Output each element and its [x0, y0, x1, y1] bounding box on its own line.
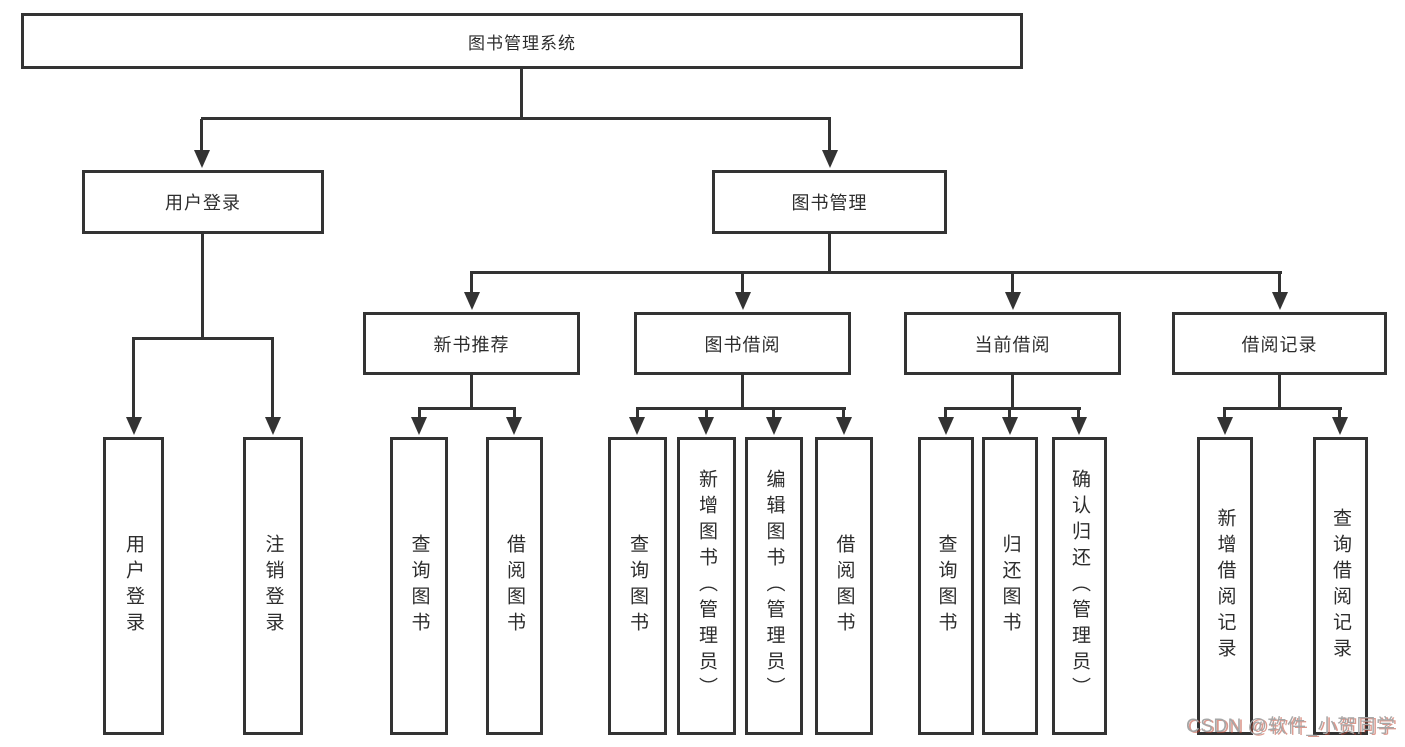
connector-line [513, 409, 516, 418]
leaf-cb-return-books: 归还图书 [982, 437, 1038, 735]
node-user-login-label: 用户登录 [165, 193, 241, 213]
connector-arrow [1005, 292, 1021, 310]
leaf-br-add-record-label: 新增借阅记录 [1214, 508, 1236, 664]
connector-line [944, 407, 1081, 410]
connector-line [1011, 273, 1014, 293]
connector-line [520, 69, 523, 119]
leaf-cb-confirm-return-admin-label: 确认归还（管理员） [1069, 469, 1090, 703]
connector-line [418, 407, 516, 410]
leaf-bb-query-books-label: 查询图书 [627, 534, 648, 638]
node-book-management: 图书管理 [712, 170, 947, 234]
connector-line [636, 407, 846, 410]
connector-arrow [766, 417, 782, 435]
node-borrow-records: 借阅记录 [1172, 312, 1387, 375]
connector-line [470, 271, 1282, 274]
connector-arrow [1217, 417, 1233, 435]
connector-line [1011, 375, 1014, 408]
leaf-br-query-record: 查询借阅记录 [1313, 437, 1368, 735]
connector-line [1077, 409, 1080, 418]
connector-arrow [411, 417, 427, 435]
connector-line [470, 375, 473, 408]
leaf-cb-query-books: 查询图书 [918, 437, 974, 735]
leaf-cb-query-books-label: 查询图书 [935, 534, 957, 638]
connector-line [741, 273, 744, 293]
leaf-nb-borrow-books-label: 借阅图书 [504, 534, 525, 638]
connector-line [1223, 409, 1226, 418]
leaf-bb-query-books: 查询图书 [608, 437, 667, 735]
csdn-watermark: CSDN @软件_小贺同学 [1186, 716, 1396, 737]
leaf-bb-edit-books-admin: 编辑图书（管理员） [745, 437, 803, 735]
leaf-logout-label: 注销登录 [262, 534, 284, 638]
node-new-book-recommend-label: 新书推荐 [433, 334, 510, 355]
connector-line [705, 409, 708, 418]
node-current-borrow-label: 当前借阅 [974, 334, 1051, 355]
leaf-nb-query-books: 查询图书 [390, 437, 448, 735]
leaf-user-login-label: 用户登录 [123, 534, 144, 638]
node-user-login: 用户登录 [82, 170, 324, 234]
node-new-book-recommend: 新书推荐 [363, 312, 580, 375]
connector-line [1278, 273, 1281, 293]
connector-line [772, 409, 775, 418]
connector-line [132, 339, 135, 417]
node-book-borrow: 图书借阅 [634, 312, 851, 375]
connector-line [1338, 409, 1341, 418]
node-root-label: 图书管理系统 [468, 33, 576, 53]
connector-arrow [822, 150, 838, 168]
leaf-br-add-record: 新增借阅记录 [1197, 437, 1253, 735]
connector-line [828, 233, 831, 273]
connector-arrow [1332, 417, 1348, 435]
connector-line [944, 409, 947, 418]
connector-arrow [629, 417, 645, 435]
connector-arrow [506, 417, 522, 435]
connector-arrow [938, 417, 954, 435]
connector-line [828, 119, 831, 151]
connector-line [741, 375, 744, 408]
connector-arrow [1002, 417, 1018, 435]
connector-line [842, 409, 845, 418]
leaf-bb-add-books-admin: 新增图书（管理员） [677, 437, 736, 735]
leaf-bb-add-books-admin-label: 新增图书（管理员） [696, 469, 717, 703]
connector-arrow [265, 417, 281, 435]
leaf-bb-borrow-books: 借阅图书 [815, 437, 873, 735]
connector-arrow [735, 292, 751, 310]
connector-line [418, 409, 421, 418]
node-root: 图书管理系统 [21, 13, 1023, 69]
leaf-nb-borrow-books: 借阅图书 [486, 437, 543, 735]
leaf-logout: 注销登录 [243, 437, 303, 735]
connector-arrow [698, 417, 714, 435]
leaf-bb-edit-books-admin-label: 编辑图书（管理员） [763, 469, 785, 703]
connector-line [132, 337, 274, 340]
connector-line [1223, 407, 1342, 410]
leaf-bb-borrow-books-label: 借阅图书 [833, 534, 855, 638]
connector-arrow [836, 417, 852, 435]
connector-line [1008, 409, 1011, 418]
connector-line [201, 234, 204, 339]
connector-arrow [126, 417, 142, 435]
connector-line [470, 273, 473, 293]
leaf-cb-return-books-label: 归还图书 [999, 534, 1021, 638]
leaf-nb-query-books-label: 查询图书 [408, 534, 430, 638]
connector-arrow [194, 150, 210, 168]
connector-line [636, 409, 639, 418]
connector-arrow [1272, 292, 1288, 310]
connector-line [201, 117, 831, 120]
node-current-borrow: 当前借阅 [904, 312, 1121, 375]
connector-arrow [1071, 417, 1087, 435]
connector-arrow [464, 292, 480, 310]
leaf-br-query-record-label: 查询借阅记录 [1330, 508, 1351, 664]
node-book-borrow-label: 图书借阅 [704, 334, 781, 355]
leaf-cb-confirm-return-admin: 确认归还（管理员） [1052, 437, 1107, 735]
connector-line [200, 119, 203, 151]
node-borrow-records-label: 借阅记录 [1241, 334, 1318, 355]
leaf-user-login: 用户登录 [103, 437, 164, 735]
connector-line [271, 339, 274, 417]
node-book-management-label: 图书管理 [791, 193, 868, 213]
connector-line [1278, 375, 1281, 408]
